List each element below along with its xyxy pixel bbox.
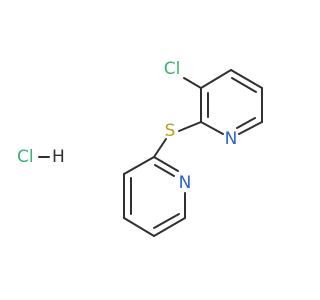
chloropyridine-ring [183,69,263,135]
salt-hydrogen-label: H [52,147,65,167]
bond-c2prime-n1prime-double [154,164,175,177]
sulfur-atom-label: S [165,121,176,141]
pyridine-ring [123,156,186,237]
bond-c3-cl [183,77,202,89]
bond-c4-c5-double [231,77,257,93]
bond-c3-c4 [200,69,232,89]
chlorine-atom-label: Cl [164,59,181,79]
salt-chlorine-label: Cl [17,147,34,167]
bond-c3prime-c2prime [123,156,155,175]
bond-c2-s [178,121,202,132]
molecule-structure-diagram: Cl N S N Cl H [17,59,263,237]
bond-c6-n1-single [238,121,263,135]
bond-n1-c2 [200,121,224,135]
bond-c5prime-c4prime [123,217,155,237]
bond-c4-c5-single [230,69,263,89]
bond-c2prime-n1prime-single [153,156,179,172]
hydrochloride-salt: Cl H [17,147,65,167]
bond-c6prime-c5prime-double [153,213,180,229]
bond-s-c2prime [153,138,167,158]
thioether-bridge [153,121,202,158]
ring-b-nitrogen-label: N [179,173,192,193]
ring-a-nitrogen-label: N [225,129,238,149]
bond-c6prime-c5prime-single [153,217,186,237]
bond-c6-n1-double [236,117,256,129]
